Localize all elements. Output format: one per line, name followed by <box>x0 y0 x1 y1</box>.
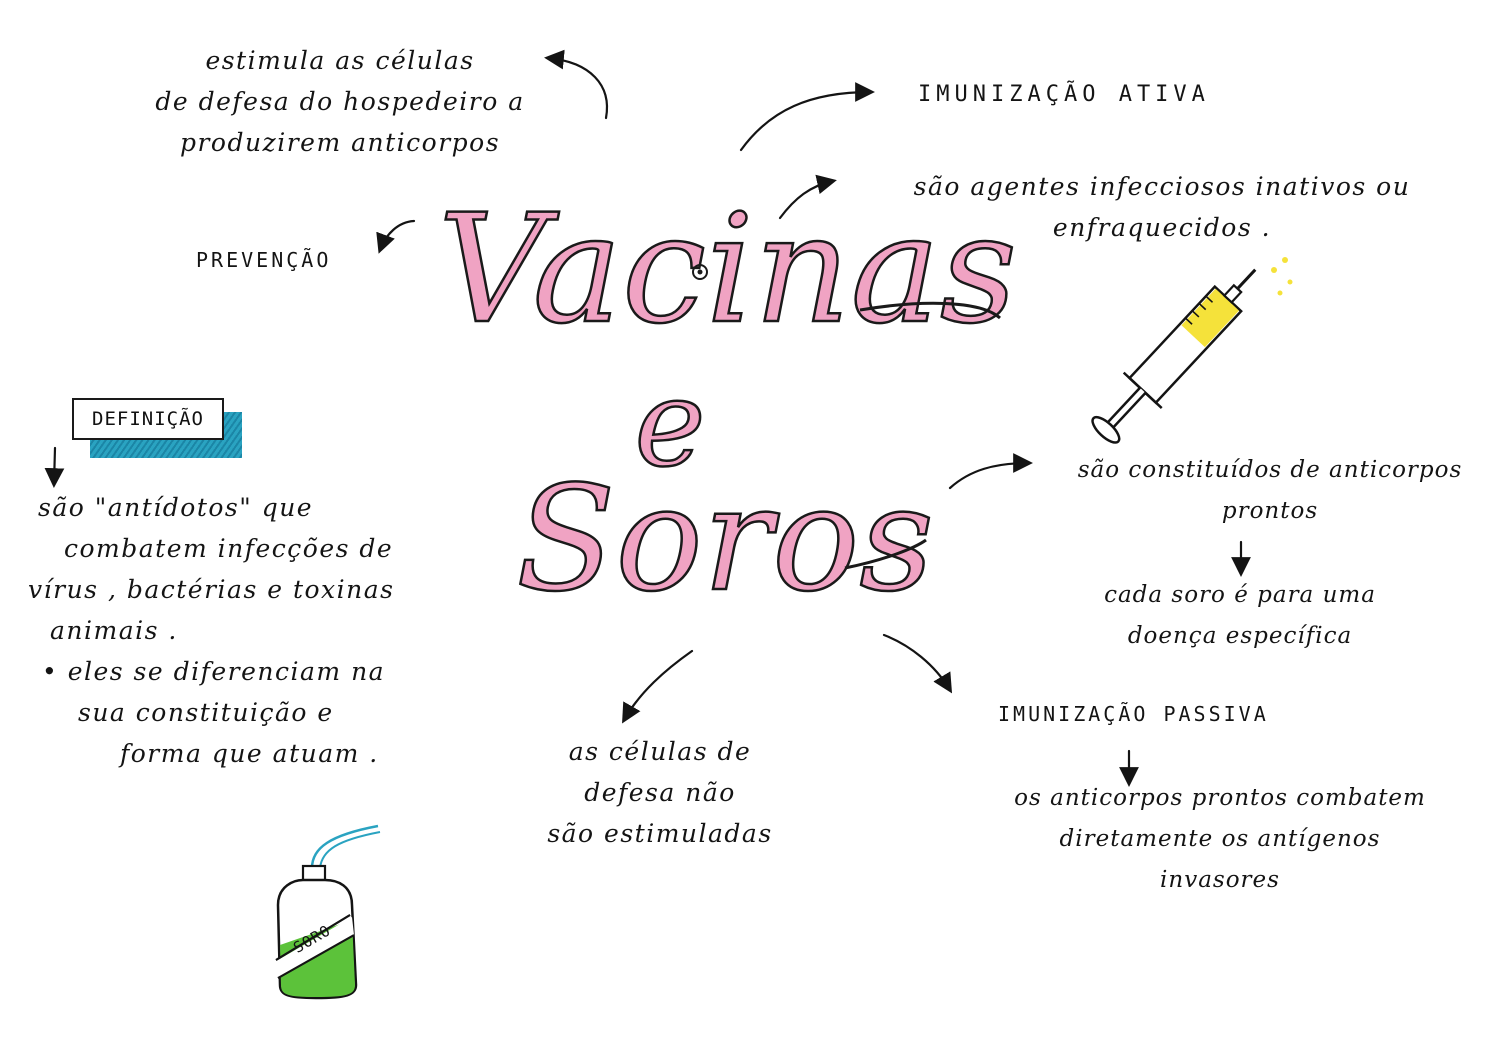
definition-bullet-line: sua constituição e <box>78 698 334 727</box>
prevention-label: PREVENÇÃO <box>196 248 332 272</box>
definition-line: vírus , bactérias e toxinas <box>28 575 395 604</box>
arrow-to-prevention <box>376 219 416 254</box>
title-vacinas: Vacinas <box>437 182 1018 359</box>
antibodies-line: os anticorpos prontos combatem <box>1014 785 1426 811</box>
definition-text: são "antídotos" que combatem infecções d… <box>28 487 478 774</box>
arrow-to-active-immunization <box>739 82 875 152</box>
passive-immunization-label: IMUNIZAÇÃO PASSIVA <box>998 702 1269 726</box>
defense-cells-line: as células de <box>568 737 752 766</box>
title-e: e <box>633 355 707 494</box>
arrow-to-agents <box>778 174 837 220</box>
definition-line: combatem infecções de <box>64 534 394 563</box>
agents-desc-line: enfraquecidos . <box>1052 213 1272 242</box>
specific-line: cada soro é para uma <box>1104 582 1376 608</box>
antibodies-line: invasores <box>1160 867 1280 893</box>
definition-bullet-line: • eles se diferenciam na <box>42 657 386 686</box>
prevention-desc-line: estimula as células <box>205 46 475 75</box>
arrow-to-constituted <box>948 453 1033 490</box>
defense-cells-line: defesa não <box>584 778 736 807</box>
constituted-line: prontos <box>1221 498 1319 524</box>
specific-desc: cada soro é para uma doença específica <box>1040 575 1440 657</box>
title-soros: Soros <box>515 455 935 624</box>
specific-line: doença específica <box>1127 623 1353 649</box>
definition-bullet-line: forma que atuam . <box>120 739 379 768</box>
definition-label: DEFINIÇÃO <box>72 398 224 440</box>
antibodies-desc: os anticorpos prontos combatem diretamen… <box>965 778 1475 901</box>
constituted-line: são constituídos de anticorpos <box>1077 457 1463 483</box>
definition-line: animais . <box>50 616 178 645</box>
arrow-to-prevention-desc <box>544 49 609 120</box>
active-immunization-label: IMUNIZAÇÃO ATIVA <box>918 82 1210 107</box>
agents-desc: são agentes infecciosos inativos ou enfr… <box>862 166 1462 248</box>
defense-cells-desc: as células de defesa não são estimuladas <box>490 731 830 854</box>
definition-line: são "antídotos" que <box>38 493 314 522</box>
antibodies-line: diretamente os antígenos <box>1059 826 1381 852</box>
arrow-to-definition-text <box>44 446 65 488</box>
constituted-desc: são constituídos de anticorpos prontos <box>1040 450 1500 532</box>
prevention-desc: estimula as células de defesa do hospede… <box>90 40 590 163</box>
prevention-desc-line: produzirem anticorpos <box>179 128 501 157</box>
agents-desc-line: são agentes infecciosos inativos ou <box>913 172 1411 201</box>
arrow-to-passive-immunization <box>882 633 953 694</box>
arrow-to-defense-cells <box>622 649 694 724</box>
prevention-desc-line: de defesa do hospedeiro a <box>155 87 525 116</box>
defense-cells-line: são estimuladas <box>547 819 773 848</box>
